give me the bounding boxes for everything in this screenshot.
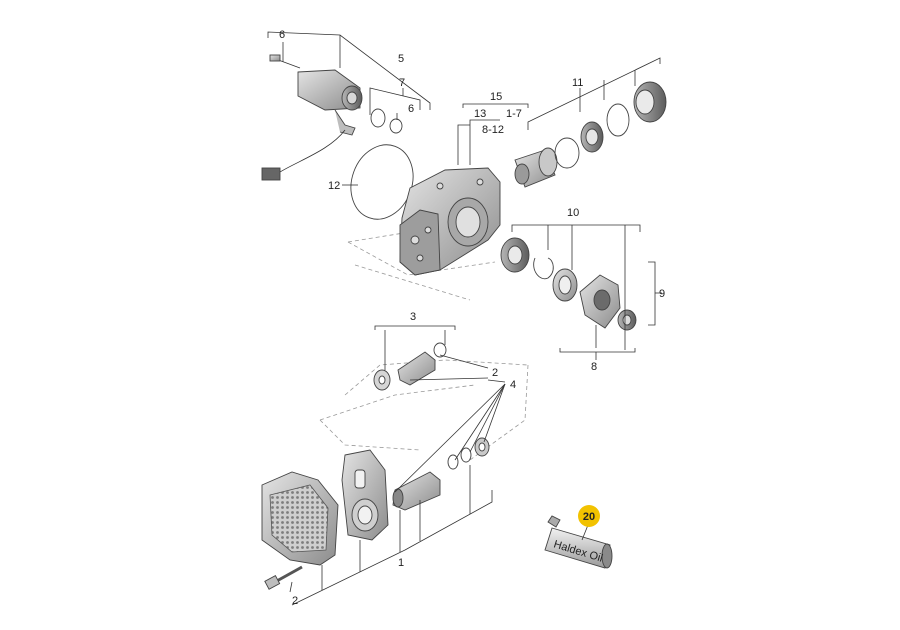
label-5: 5 — [398, 53, 404, 65]
label-2-bottom: 2 — [292, 595, 298, 607]
main-housing — [399, 167, 501, 276]
label-11: 11 — [572, 77, 583, 89]
label-6-top: 6 — [279, 29, 285, 41]
label-4: 4 — [510, 379, 516, 391]
output-flange — [579, 274, 637, 331]
label-8-12: 8-12 — [482, 124, 504, 136]
label-3: 3 — [410, 311, 416, 323]
sensor-assembly — [373, 342, 447, 391]
bolt — [264, 565, 303, 590]
bearing-group — [500, 237, 578, 302]
pump-motor — [261, 54, 363, 181]
label-13: 13 — [474, 108, 486, 120]
label-20: 20 — [583, 511, 595, 523]
item-20-badge[interactable]: 20 — [578, 505, 600, 527]
label-8: 8 — [591, 361, 597, 373]
pump-body — [392, 437, 490, 511]
control-unit-cover — [261, 471, 339, 566]
clutch-piston-group — [514, 81, 667, 188]
leader-lines — [267, 31, 662, 606]
label-10: 10 — [567, 207, 579, 219]
o-rings-motor — [370, 108, 403, 134]
label-7: 7 — [399, 77, 405, 89]
callout-labels: 6 5 7 6 12 15 13 1-7 8-12 11 10 9 8 3 2 … — [279, 29, 665, 607]
badge-circle — [578, 505, 600, 527]
haldex-oil-bottle: Haldex Oil — [544, 515, 613, 569]
label-1: 1 — [398, 557, 404, 569]
control-unit-plate — [341, 449, 389, 541]
label-15: 15 — [490, 91, 502, 103]
label-2-mid: 2 — [492, 367, 498, 379]
label-9: 9 — [659, 288, 665, 300]
label-12: 12 — [328, 180, 340, 192]
label-6-ring: 6 — [408, 103, 414, 115]
label-1-7: 1-7 — [506, 108, 522, 120]
